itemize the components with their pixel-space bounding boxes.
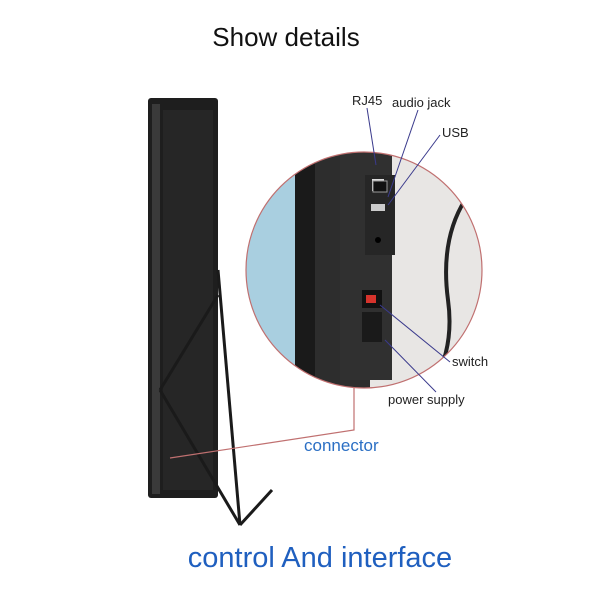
label-rj45: RJ45 [352, 93, 383, 108]
footer-caption: control And interface [187, 542, 453, 574]
label-usb: USB [442, 125, 469, 140]
stand [158, 269, 274, 527]
label-switch: switch [452, 354, 489, 369]
display-panel [148, 98, 218, 498]
zoom-circle [246, 152, 482, 388]
label-connector: connector [304, 436, 379, 455]
label-audio-jack: audio jack [392, 95, 451, 110]
callout-lines [366, 107, 451, 393]
page-title: Show details [212, 22, 360, 52]
label-power-supply: power supply [388, 392, 465, 407]
connector-leader-line [169, 388, 355, 459]
